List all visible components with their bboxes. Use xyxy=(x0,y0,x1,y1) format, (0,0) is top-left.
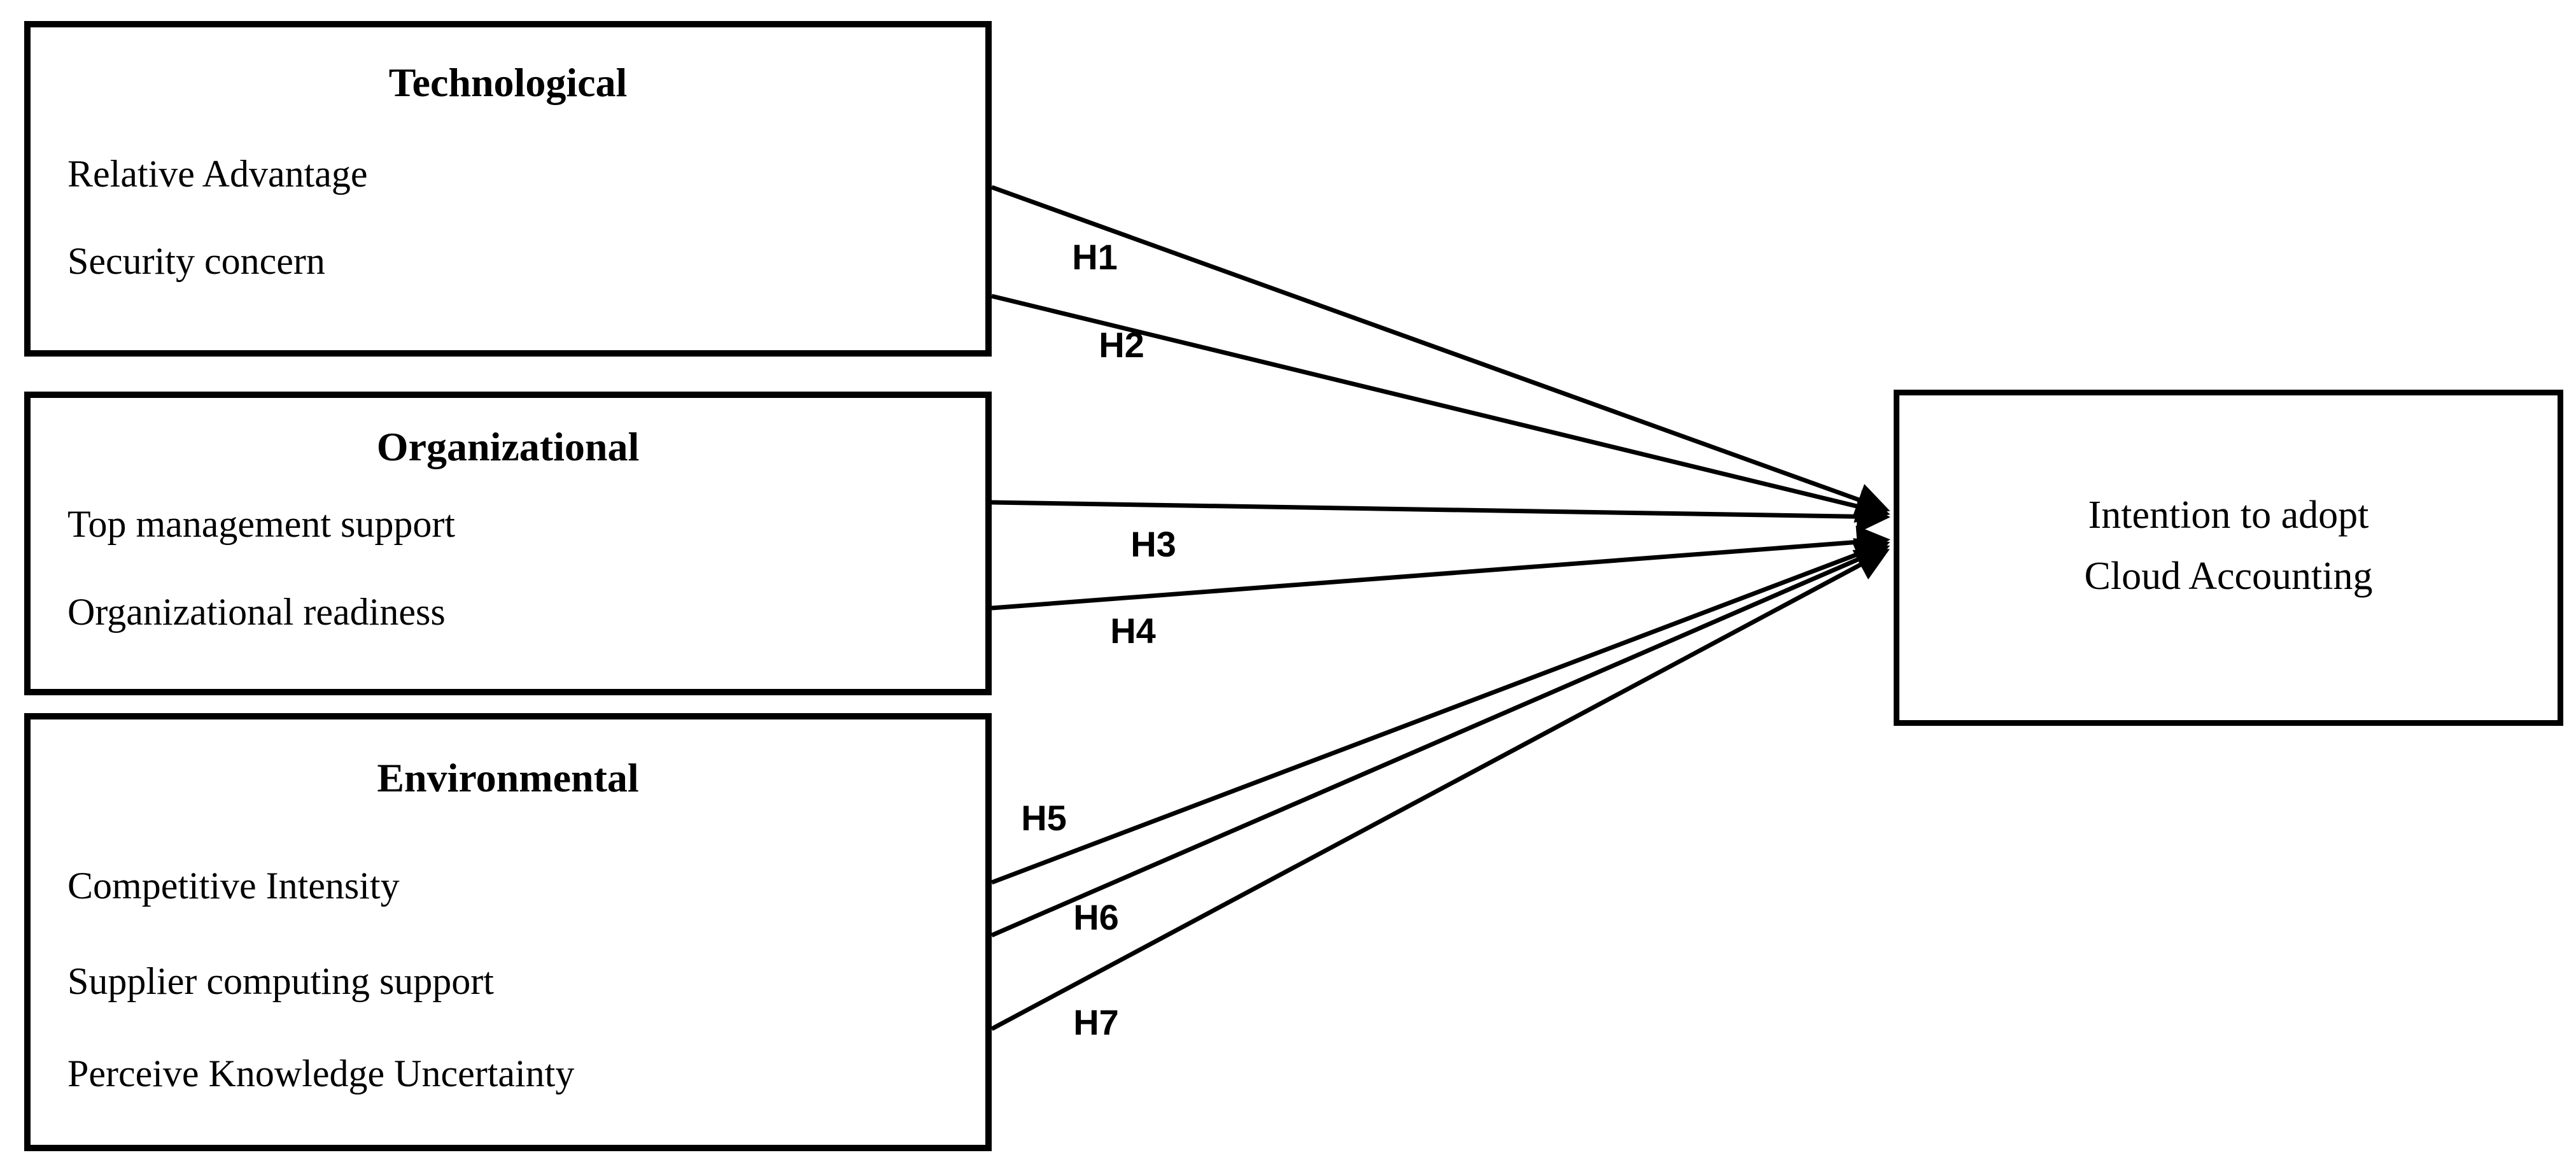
box-environmental-item-perceive-knowledge-uncertainty: Perceive Knowledge Uncertainty xyxy=(67,1052,575,1095)
arrow-h6 xyxy=(990,543,1890,938)
hypothesis-label-h4: H4 xyxy=(1110,611,1156,651)
outcome-line-2: Cloud Accounting xyxy=(2084,555,2373,598)
box-technological: Technological Relative Advantage Securit… xyxy=(24,21,992,357)
hypothesis-label-h2: H2 xyxy=(1099,325,1144,365)
hypothesis-label-h6: H6 xyxy=(1073,897,1119,937)
outcome-text: Intention to adopt Cloud Accounting xyxy=(1899,485,2558,607)
hypothesis-label-h3: H3 xyxy=(1130,524,1176,564)
box-intention-to-adopt-cloud-accounting: Intention to adopt Cloud Accounting xyxy=(1894,390,2563,726)
hypothesis-label-h1: H1 xyxy=(1072,237,1118,277)
box-organizational-item-top-management-support: Top management support xyxy=(67,503,455,545)
outcome-line-1: Intention to adopt xyxy=(2088,493,2369,537)
box-organizational-title: Organizational xyxy=(376,424,640,469)
arrow-h7 xyxy=(990,549,1890,1031)
arrow-h1 xyxy=(990,185,1890,516)
hypothesis-label-h5: H5 xyxy=(1021,798,1067,838)
box-technological-item-relative-advantage: Relative Advantage xyxy=(67,153,368,195)
box-environmental: Environmental Competitive Intensity Supp… xyxy=(24,713,992,1151)
box-organizational-item-organizational-readiness: Organizational readiness xyxy=(67,591,446,633)
box-environmental-item-supplier-computing-support: Supplier computing support xyxy=(67,960,494,1002)
box-organizational: Organizational Top management support Or… xyxy=(24,392,992,695)
arrow-h4 xyxy=(991,525,1890,611)
hypothesis-label-h7: H7 xyxy=(1073,1002,1119,1042)
box-technological-item-security-concern: Security concern xyxy=(67,240,325,282)
arrow-h5 xyxy=(990,538,1890,885)
box-environmental-title: Environmental xyxy=(377,755,639,800)
arrow-h3 xyxy=(991,500,1890,534)
box-environmental-item-competitive-intensity: Competitive Intensity xyxy=(67,865,400,907)
arrow-h2 xyxy=(991,294,1890,523)
box-technological-title: Technological xyxy=(388,60,628,105)
